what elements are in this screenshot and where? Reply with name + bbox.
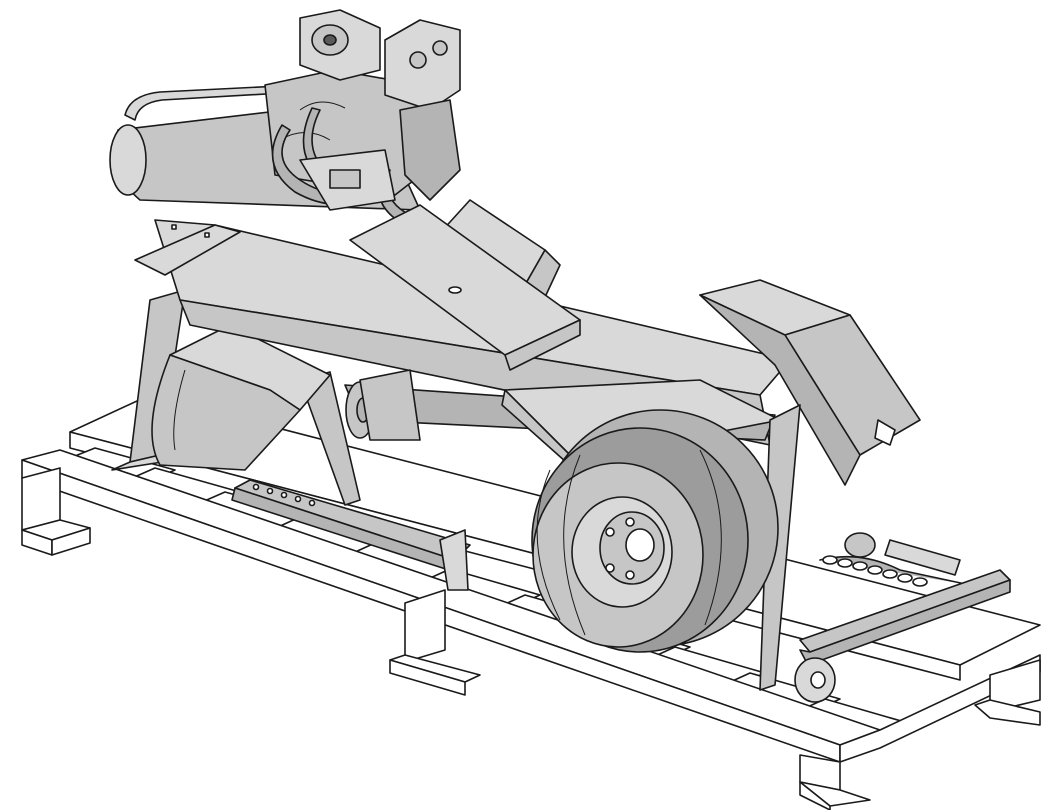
push-plate (349, 204, 581, 371)
wheel-rim (571, 496, 673, 608)
tow-tongue (231, 479, 471, 591)
control-valve (299, 149, 396, 211)
safety-chains (819, 555, 971, 587)
front-stand (759, 404, 801, 691)
wheel (531, 409, 779, 653)
hitch-coupler (794, 657, 836, 703)
pallet-support-blocks (21, 467, 1041, 810)
engine (264, 9, 461, 201)
hitch-jack (844, 532, 961, 576)
foot-plate (699, 279, 921, 486)
rear-stand (111, 289, 361, 506)
pallet (21, 394, 1041, 810)
axle-hub (345, 369, 421, 441)
